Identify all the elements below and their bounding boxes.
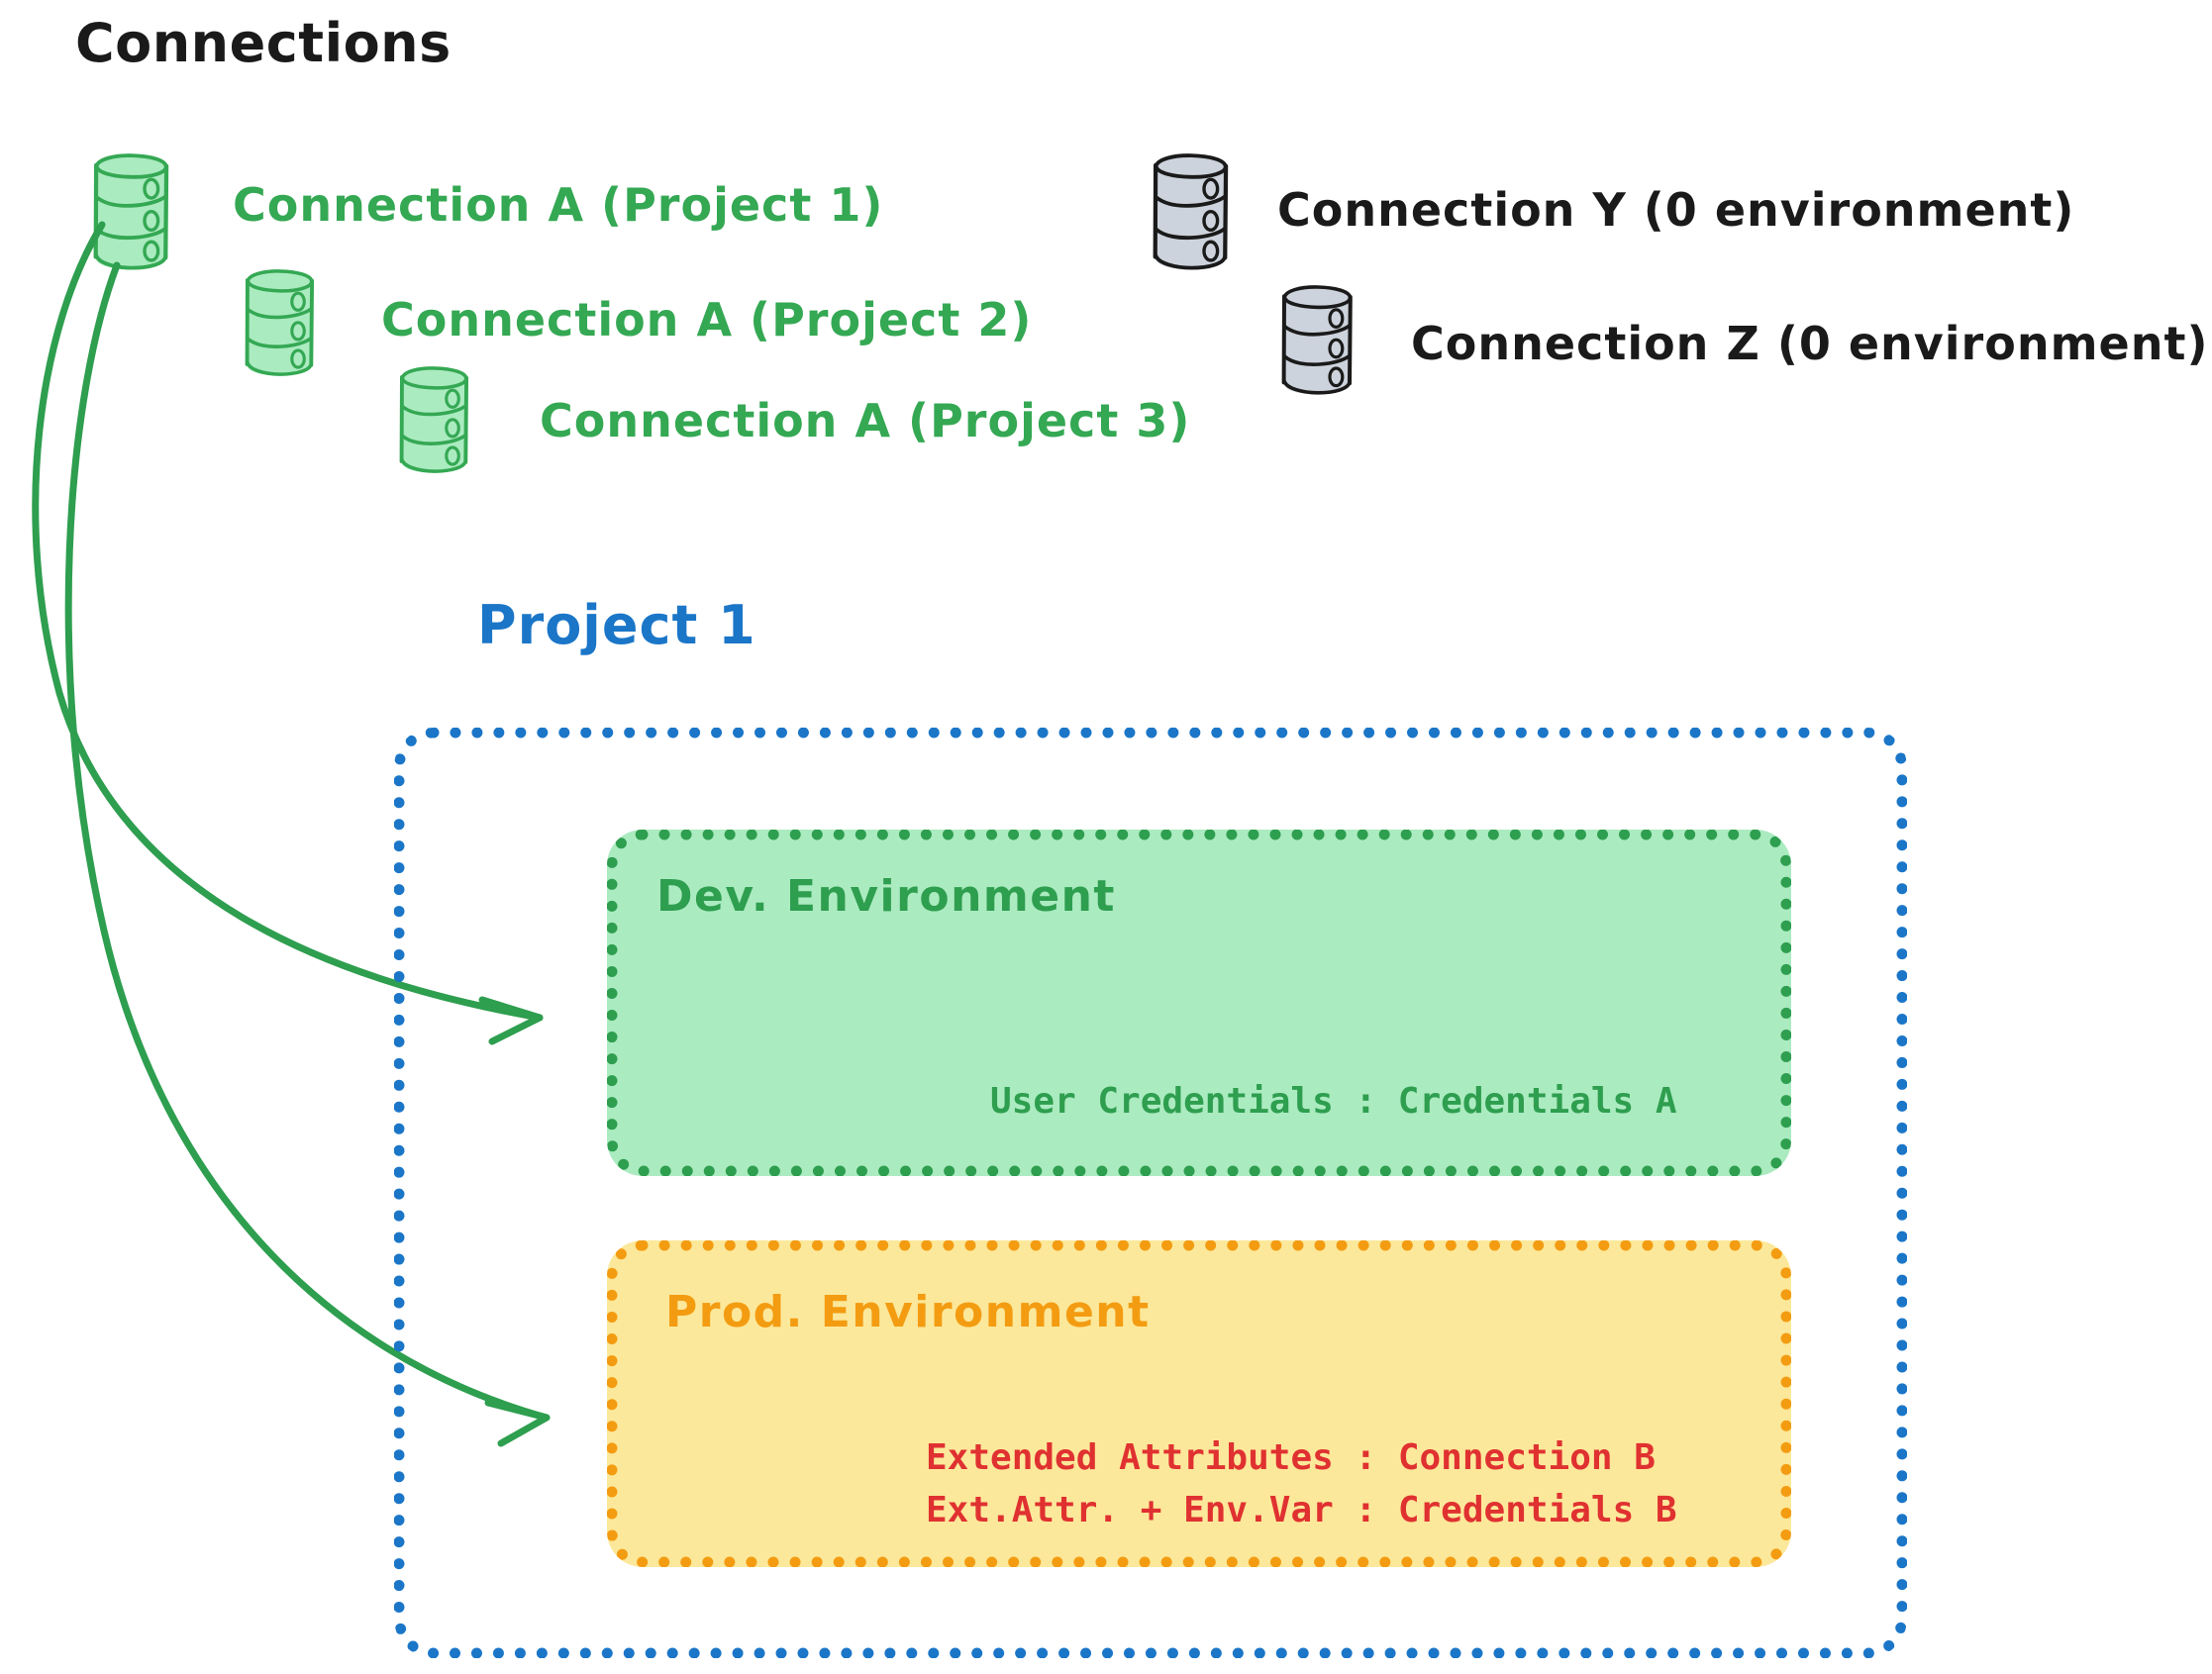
database-cylinder-icon-connection-z [1284, 286, 1351, 395]
connection-a-project-2-label: Connection A (Project 2) [381, 293, 1033, 346]
dev-environment-box [607, 830, 1791, 1176]
prod-environment-title: Prod. Environment [665, 1287, 1151, 1337]
prod-environment-box [607, 1240, 1791, 1567]
prod-environment-entry-0: Extended Attributes : Connection B [926, 1437, 1656, 1478]
project-1-container [394, 728, 1907, 1658]
prod-environment-entry-1: Ext.Attr. + Env.Var : Credentials B [926, 1490, 1677, 1530]
dev-environment-title: Dev. Environment [656, 871, 1116, 922]
project-title: Project 1 [477, 594, 756, 656]
database-cylinder-icon-connection-a-2 [245, 267, 315, 378]
connection-a-project-1-label: Connection A (Project 1) [233, 178, 884, 232]
database-cylinder-icon-connection-y [1156, 154, 1226, 269]
dev-environment-entry-0: User Credentials : Credentials A [990, 1081, 1677, 1122]
database-cylinder-icon-connection-a-1 [96, 154, 166, 269]
arrow-connection-a-to-prod [64, 261, 551, 1447]
database-cylinder-icon-connection-a-3 [399, 364, 469, 475]
connection-y-label: Connection Y (0 environment) [1277, 183, 2075, 237]
page-title: Connections [75, 12, 452, 74]
connection-a-project-3-label: Connection A (Project 3) [540, 394, 1191, 447]
connection-z-label: Connection Z (0 environment) [1411, 317, 2209, 370]
arrow-connection-a-to-dev [32, 221, 544, 1045]
